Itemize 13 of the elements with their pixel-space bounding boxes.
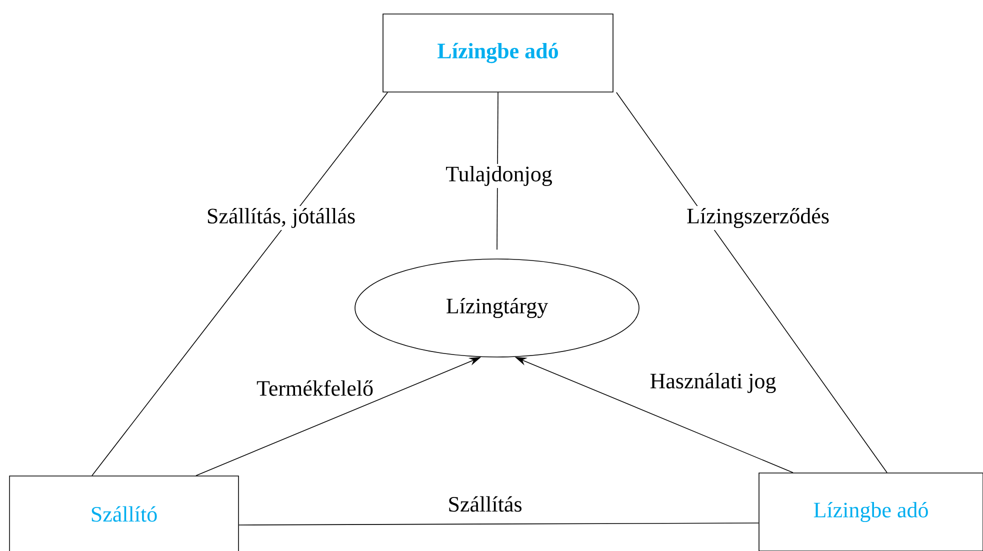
connector-line xyxy=(238,522,759,526)
edge-label: Tulajdonjog xyxy=(444,164,554,188)
party-box: Lízingbe adó xyxy=(382,14,614,92)
edge-label: Lízingszerződés xyxy=(684,206,832,230)
connector-line xyxy=(616,92,888,473)
edge-label: Termékfelelő xyxy=(254,378,376,398)
edge-label: Szállítás, jótállás xyxy=(204,206,358,230)
edge-label: Használati jog xyxy=(648,370,778,396)
party-box: Szállító xyxy=(9,476,239,551)
edge-label: Szállítás xyxy=(446,494,524,514)
ellipse-node: Lízingtárgy xyxy=(354,258,640,358)
connector-line xyxy=(92,92,388,476)
party-box: Lízingbe adó xyxy=(758,472,983,551)
